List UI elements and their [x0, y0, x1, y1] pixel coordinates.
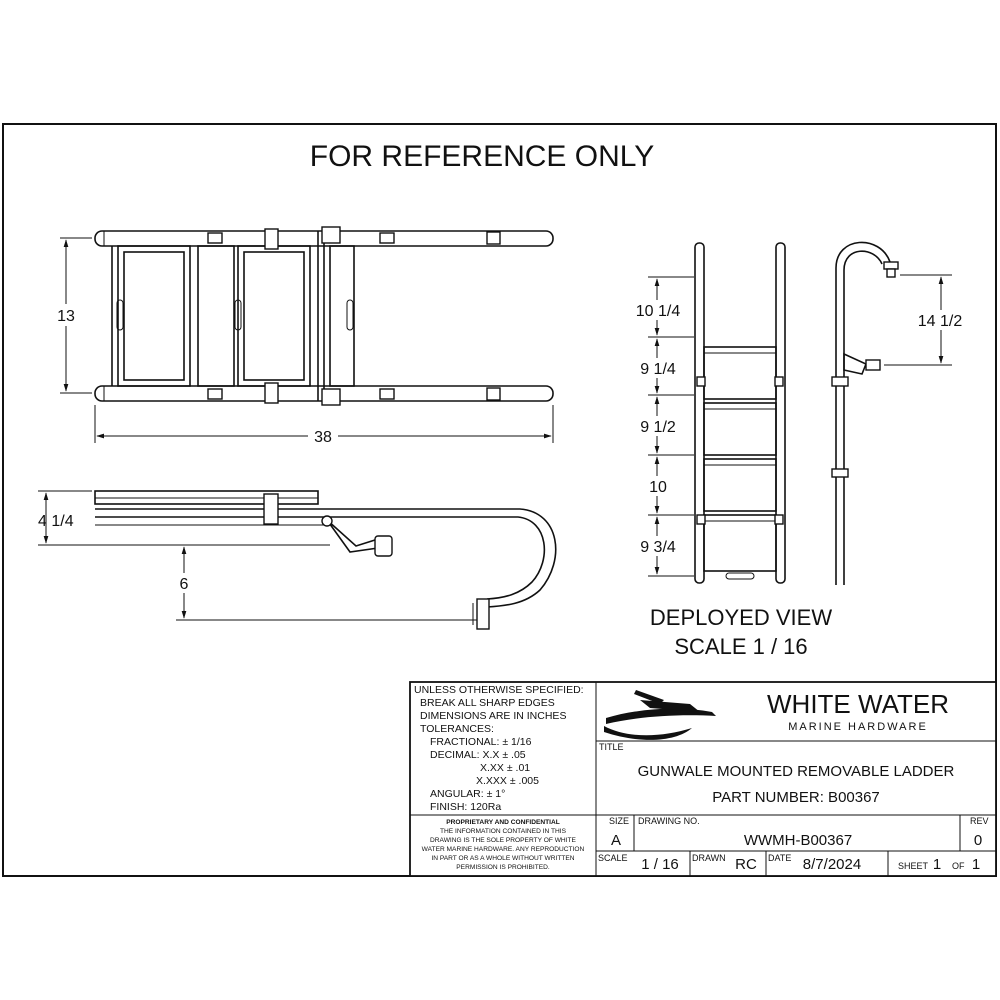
dim-profile-height: 14 1/2 [918, 313, 963, 330]
note-line: FINISH: 120Ra [430, 801, 501, 813]
deployed-view-scale: SCALE 1 / 16 [674, 634, 807, 659]
rev-value: 0 [974, 832, 982, 849]
drawing-no-value: WWMH-B00367 [744, 832, 852, 849]
drawn-label: DRAWN [692, 853, 726, 863]
dim-step-2: 9 1/4 [640, 361, 676, 378]
deployed-view-label: DEPLOYED VIEW [650, 605, 832, 630]
proprietary-line: WATER MARINE HARDWARE. ANY REPRODUCTION [422, 846, 585, 853]
title-block: WHITE WATER MARINE HARDWARE UNLESS OTHER… [409, 681, 997, 877]
note-line: DIMENSIONS ARE IN INCHES [420, 710, 566, 722]
dim-step-5: 9 3/4 [640, 539, 676, 556]
proprietary-notice: PROPRIETARY AND CONFIDENTIAL THE INFORMA… [422, 819, 585, 871]
scale-label: SCALE [598, 853, 628, 863]
note-line: X.XXX ± .005 [476, 775, 539, 787]
proprietary-line: DRAWING IS THE SOLE PROPERTY OF WHITE [430, 837, 577, 844]
company-name: WHITE WATER [767, 689, 949, 719]
scale-value: 1 / 16 [641, 856, 679, 873]
size-label: SIZE [609, 816, 629, 826]
date-value: 8/7/2024 [803, 856, 861, 873]
top-view: 13 38 [50, 226, 554, 446]
note-line: BREAK ALL SHARP EDGES [420, 697, 555, 709]
rev-label: REV [970, 816, 989, 826]
note-line: TOLERANCES: [420, 723, 494, 735]
note-line: FRACTIONAL: ± 1/16 [430, 736, 532, 748]
part-number: PART NUMBER: B00367 [712, 789, 880, 806]
drawing-no-label: DRAWING NO. [638, 816, 700, 826]
side-view: 4 1/4 6 [38, 490, 557, 630]
dim-top-length: 38 [314, 429, 332, 446]
dim-top-height: 13 [57, 308, 75, 325]
deployed-profile-view: 14 1/2 [831, 241, 968, 585]
size-value: A [611, 832, 621, 849]
proprietary-heading: PROPRIETARY AND CONFIDENTIAL [446, 819, 560, 826]
drawn-value: RC [735, 856, 757, 873]
sheet-label: SHEET [898, 861, 929, 871]
dim-step-4: 10 [649, 479, 667, 496]
date-label: DATE [768, 853, 791, 863]
proprietary-line: IN PART OR AS A WHOLE WITHOUT WRITTEN [431, 855, 574, 862]
drawing-title: GUNWALE MOUNTED REMOVABLE LADDER [638, 763, 955, 780]
of-label: OF [952, 861, 965, 871]
note-line: ANGULAR: ± 1° [430, 788, 505, 800]
page-title: FOR REFERENCE ONLY [310, 140, 655, 173]
proprietary-line: THE INFORMATION CONTAINED IN THIS [440, 828, 567, 835]
title-label: TITLE [599, 742, 624, 752]
dim-step-3: 9 1/2 [640, 419, 676, 436]
dim-side-height: 4 1/4 [38, 513, 74, 530]
sheet-value: 1 [933, 856, 941, 873]
proprietary-line: PERMISSION IS PROHIBITED. [456, 864, 550, 871]
sheet-total: 1 [972, 856, 980, 873]
note-line: X.XX ± .01 [480, 762, 530, 774]
note-line: UNLESS OTHERWISE SPECIFIED: [414, 684, 584, 696]
note-line: DECIMAL: X.X ± .05 [430, 749, 526, 761]
company-logo [604, 690, 716, 740]
dim-side-drop: 6 [180, 576, 189, 593]
notes-block: UNLESS OTHERWISE SPECIFIED: BREAK ALL SH… [414, 684, 584, 813]
dim-step-1: 10 1/4 [636, 303, 681, 320]
deployed-front-view: 10 1/4 9 1/4 9 1/2 10 9 3/4 [632, 242, 786, 584]
company-subtitle: MARINE HARDWARE [788, 721, 928, 733]
